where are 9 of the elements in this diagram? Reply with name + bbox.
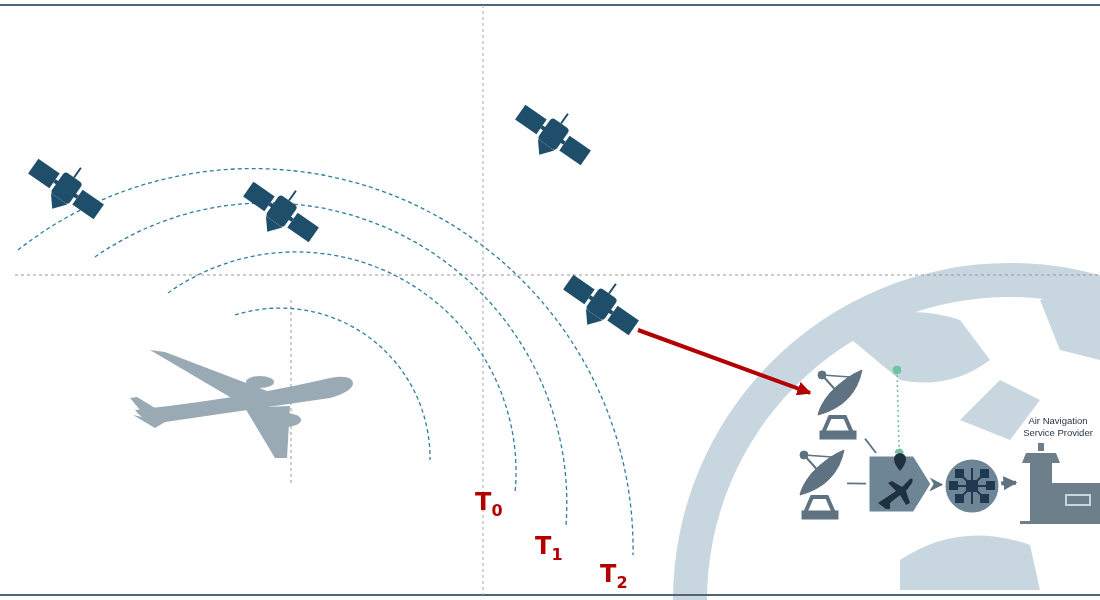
time-label: T$_{0}$ bbox=[475, 488, 503, 520]
time-label: T$_{1}$ bbox=[535, 532, 563, 564]
time-label: T$_{2}$ bbox=[600, 560, 628, 592]
arrow bbox=[929, 477, 944, 492]
arrow bbox=[999, 476, 1018, 491]
node-label: Air Navigation Service Provider bbox=[1022, 415, 1094, 439]
connector-line bbox=[846, 482, 867, 485]
connector-line bbox=[864, 437, 877, 454]
arrow bbox=[637, 328, 812, 396]
